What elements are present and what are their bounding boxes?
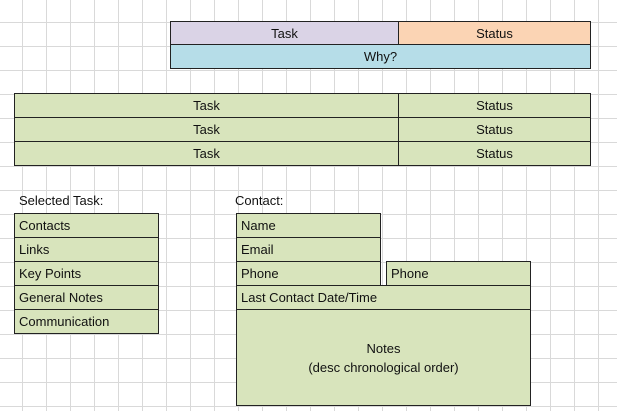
- task-row-2-task[interactable]: Task: [14, 117, 399, 142]
- header-why-label: Why?: [363, 49, 398, 64]
- task-row-3-task[interactable]: Task: [14, 141, 399, 166]
- selected-task-item-label: General Notes: [19, 290, 103, 305]
- selected-task-item-links[interactable]: Links: [14, 237, 159, 262]
- task-row-3-task-label: Task: [193, 146, 220, 161]
- task-row-1-task-label: Task: [193, 98, 220, 113]
- selected-task-item-communication[interactable]: Communication: [14, 309, 159, 334]
- task-row-1-status-label: Status: [476, 98, 513, 113]
- selected-task-item-label: Key Points: [19, 266, 82, 281]
- task-row-1-task[interactable]: Task: [14, 93, 399, 118]
- header-task-cell: Task: [170, 21, 399, 45]
- header-why-cell: Why?: [170, 44, 591, 69]
- contact-last-contact-label: Last Contact Date/Time: [241, 290, 378, 305]
- selected-task-item-contacts[interactable]: Contacts: [14, 213, 159, 238]
- selected-task-item-label: Contacts: [19, 218, 71, 233]
- selected-task-item-general-notes[interactable]: General Notes: [14, 285, 159, 310]
- task-row-1-status[interactable]: Status: [398, 93, 591, 118]
- contact-notes-area[interactable]: Notes (desc chronological order): [236, 309, 531, 406]
- contact-phone-field[interactable]: Phone: [236, 261, 381, 286]
- selected-task-item-label: Links: [19, 242, 50, 257]
- contact-notes-title: Notes: [366, 340, 401, 356]
- contact-name-field[interactable]: Name: [236, 213, 381, 238]
- selected-task-item-key-points[interactable]: Key Points: [14, 261, 159, 286]
- header-status-label: Status: [476, 25, 513, 41]
- task-row-2-status-label: Status: [476, 122, 513, 137]
- contact-title: Contact:: [235, 193, 284, 208]
- selected-task-title: Selected Task:: [19, 193, 104, 208]
- contact-email-label: Email: [241, 242, 274, 257]
- contact-notes-subtitle: (desc chronological order): [308, 359, 459, 375]
- header-status-cell: Status: [398, 21, 591, 45]
- task-row-3-status[interactable]: Status: [398, 141, 591, 166]
- contact-email-field[interactable]: Email: [236, 237, 381, 262]
- task-row-2-status[interactable]: Status: [398, 117, 591, 142]
- header-task-label: Task: [271, 25, 298, 41]
- contact-last-contact-field[interactable]: Last Contact Date/Time: [236, 285, 531, 310]
- task-row-2-task-label: Task: [193, 122, 220, 137]
- contact-phone-label: Phone: [241, 266, 279, 281]
- contact-name-label: Name: [241, 218, 276, 233]
- task-row-3-status-label: Status: [476, 146, 513, 161]
- contact-phone2-field[interactable]: Phone: [386, 261, 531, 286]
- selected-task-item-label: Communication: [19, 314, 110, 329]
- contact-phone2-label: Phone: [391, 266, 429, 281]
